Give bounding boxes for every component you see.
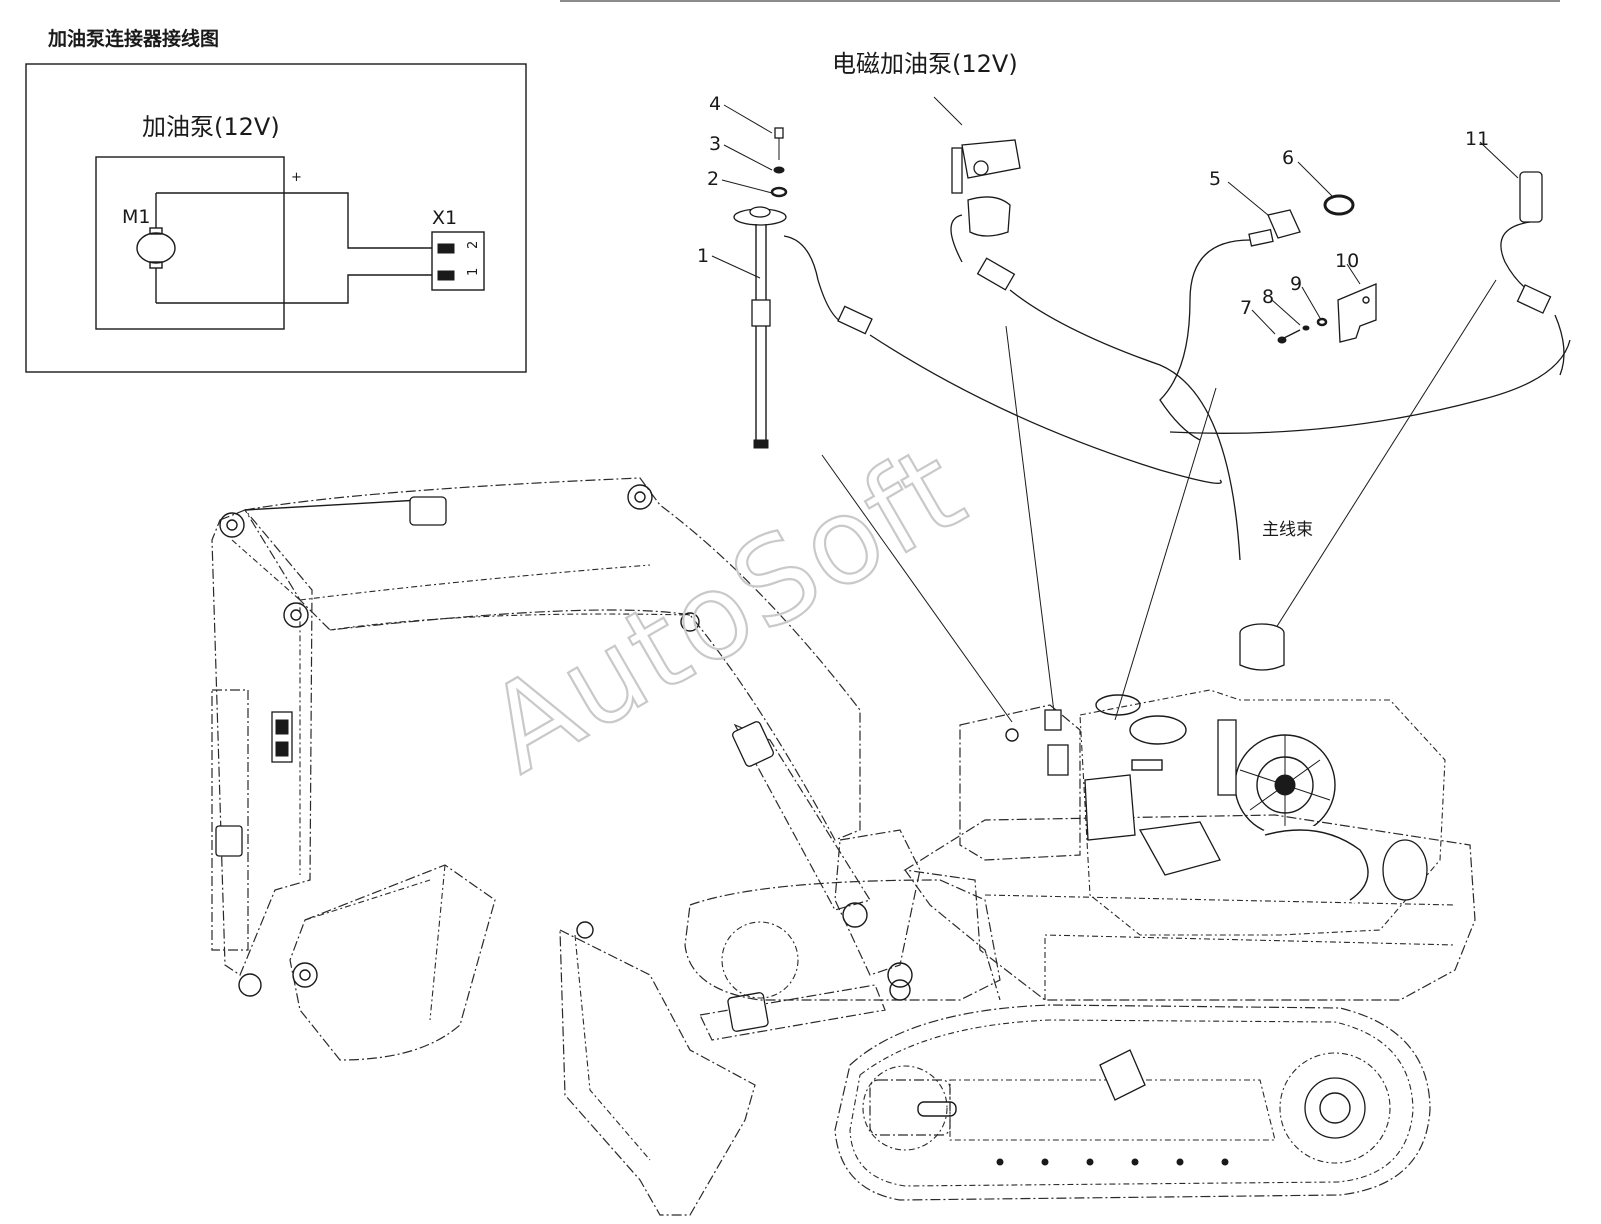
callout-10: 10: [1335, 250, 1359, 272]
electromagnetic-pump: [951, 139, 1021, 237]
callout-3: 3: [709, 133, 721, 155]
connector-label: X1: [432, 207, 457, 229]
wire-plus: [156, 192, 432, 249]
callout-7: 7: [1240, 297, 1252, 319]
pin-1-label: 1: [466, 268, 481, 276]
track-rollers: [996, 1158, 1229, 1166]
callout-5: 5: [1209, 168, 1221, 190]
callout-4: 4: [709, 93, 721, 115]
motor-symbol: [136, 193, 176, 303]
pin-2-label: 2: [466, 241, 481, 249]
callout-2: 2: [707, 168, 719, 190]
callout-8: 8: [1262, 286, 1274, 308]
callout-1: 1: [697, 245, 709, 267]
motor-label: M1: [122, 206, 150, 228]
fuel-level-sender: [733, 206, 787, 449]
sensor-part-5: [1248, 194, 1355, 247]
exploded-parts: 电磁加油泵(12V) 4 3 2 1 5 6 7 8 9 10 11 主线束: [697, 50, 1571, 723]
pump-box: [95, 156, 285, 330]
plus-sign: +: [291, 170, 302, 185]
excavator-drawing: [211, 477, 1476, 1216]
pump-title: 电磁加油泵(12V): [832, 50, 1018, 78]
harness-label: 主线束: [1262, 520, 1313, 540]
bracket-parts: [1277, 283, 1377, 344]
wiring-schematic: 加油泵连接器接线图 加油泵(12V) + M1 X1 2 1: [25, 27, 527, 373]
schematic-title: 加油泵连接器接线图: [47, 27, 219, 50]
wire-minus: [156, 274, 432, 304]
watermark-text: AutoSoft: [465, 418, 987, 799]
connector-part-11: [1519, 171, 1543, 223]
connector-x1: X1 2 1: [431, 207, 485, 291]
callout-9: 9: [1290, 273, 1302, 295]
schematic-frame: [25, 63, 527, 373]
callout-6: 6: [1282, 147, 1294, 169]
pump-label: 加油泵(12V): [142, 113, 280, 141]
